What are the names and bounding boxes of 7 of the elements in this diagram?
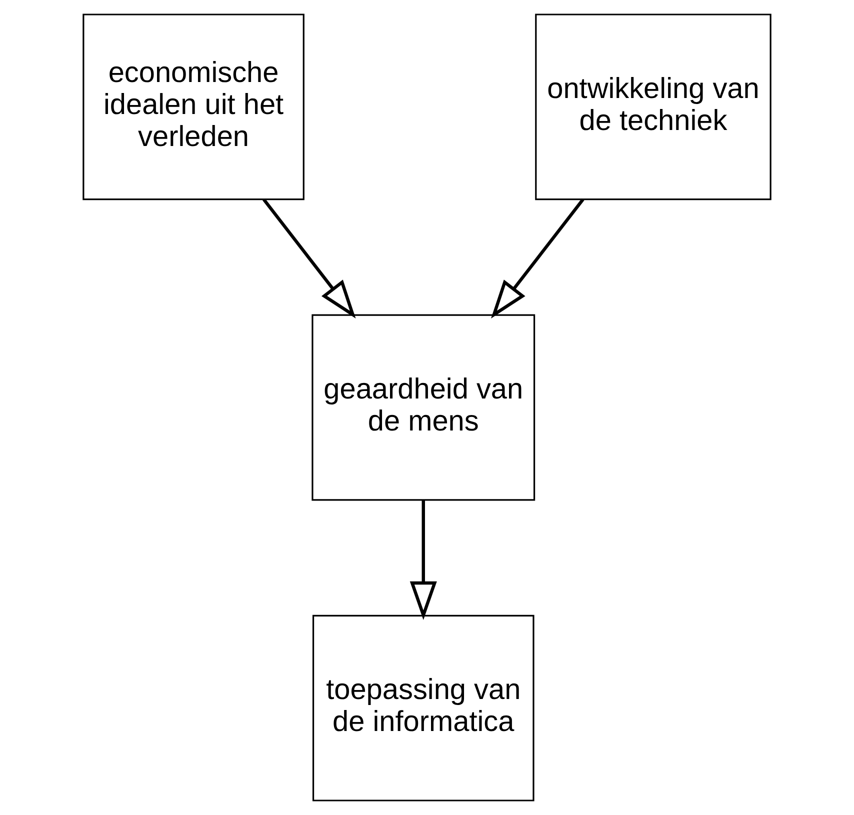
node-box: geaardheid van de mens — [312, 314, 536, 501]
arrow — [262, 198, 356, 318]
node-box: toepassing van de informatica — [312, 614, 534, 802]
node-box: ontwikkeling van de techniek — [535, 14, 772, 200]
node-box: economische idealen uit het verleden — [82, 14, 304, 200]
arrow — [410, 500, 437, 620]
arrow — [490, 198, 584, 318]
